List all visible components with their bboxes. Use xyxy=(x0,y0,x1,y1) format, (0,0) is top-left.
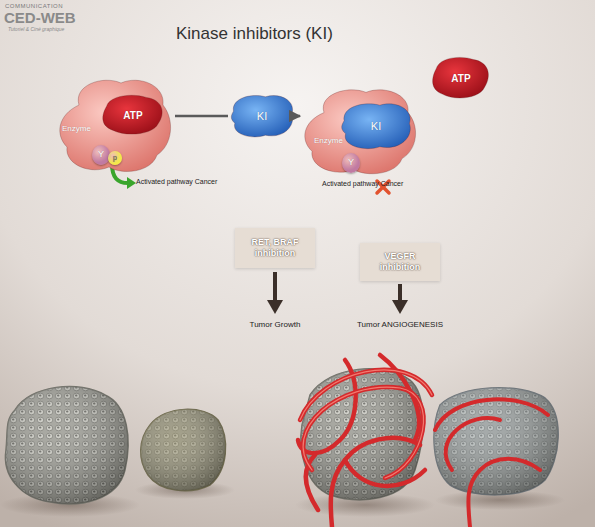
node-text: Enzyme xyxy=(314,137,343,146)
reaction-arrow xyxy=(296,115,300,118)
enzyme-shape: EnzymeKIY xyxy=(300,85,420,177)
outcome-label: Tumor ANGIOGENESIS xyxy=(345,321,455,330)
kinase-inhibitor: KI xyxy=(338,100,414,152)
atp-molecule: ATP xyxy=(430,55,492,101)
tyrosine-residue: Y xyxy=(92,145,110,165)
pathway-label: Activated pathway Cancer xyxy=(322,180,403,188)
phosphate-group: p xyxy=(108,151,122,165)
atp-molecule: ATP xyxy=(100,93,166,137)
node-text: Y xyxy=(92,145,110,165)
node-text: Y xyxy=(342,153,360,173)
node-text: VEGFR inhibition xyxy=(360,243,440,281)
node-text: ATP xyxy=(430,55,492,101)
inhibition-box: RET, BRAF inhibition xyxy=(235,228,315,268)
kinase-inhibitor: KI xyxy=(228,92,296,140)
inhibition-box: VEGFR inhibition xyxy=(360,243,440,281)
reaction-arrow xyxy=(175,115,228,118)
logo-text: COMMUNICATION xyxy=(5,3,63,10)
node-text: p xyxy=(108,151,122,165)
pathway-label: Activated pathway Cancer xyxy=(136,178,217,186)
diagram-title: Kinase inhibitors (KI) xyxy=(176,24,333,44)
logo-text: CED-WEB xyxy=(4,10,76,27)
logo-text: Tutoriel & Ciné graphique xyxy=(8,27,64,33)
node-text: Enzyme xyxy=(62,125,91,134)
enzyme-shape: Enzyme ATP Yp xyxy=(55,75,175,175)
tyrosine-residue: Y xyxy=(342,153,360,173)
node-text: ATP xyxy=(100,93,166,137)
node-text: KI xyxy=(338,100,414,152)
node-text: RET, BRAF inhibition xyxy=(235,228,315,268)
outcome-label: Tumor Growth xyxy=(225,321,325,330)
node-text: KI xyxy=(228,92,296,140)
